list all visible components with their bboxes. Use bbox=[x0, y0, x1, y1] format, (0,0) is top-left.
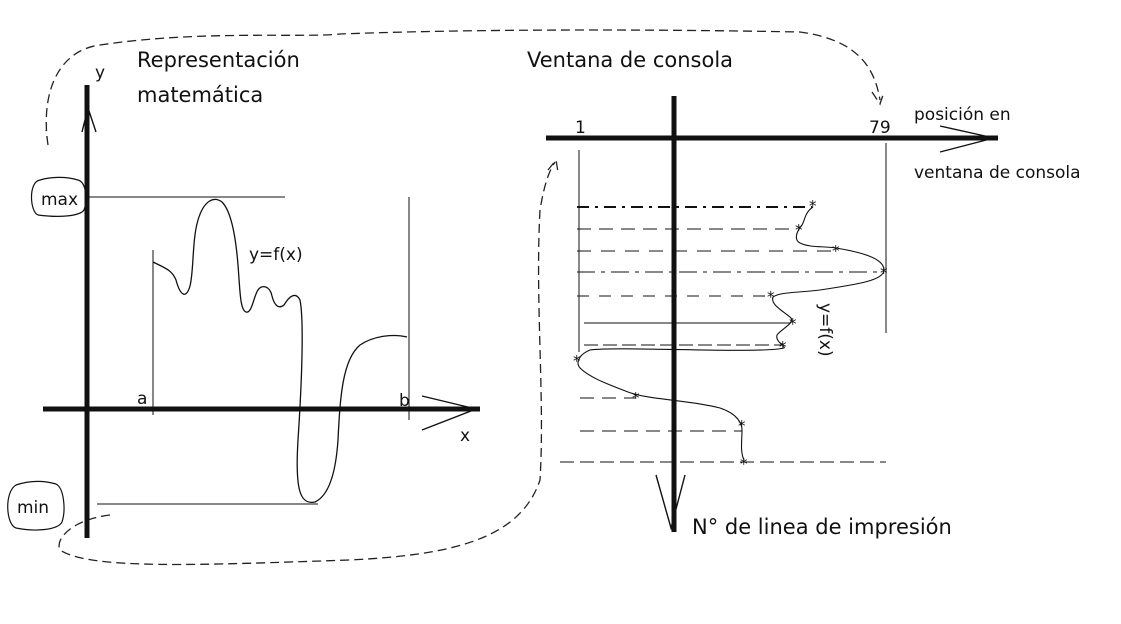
min-label: min bbox=[17, 498, 49, 518]
max-label: max bbox=[41, 190, 78, 210]
star-7: * bbox=[779, 338, 787, 356]
min-bubble bbox=[7, 480, 65, 531]
v-axis-label: N° de linea de impresión bbox=[692, 515, 952, 539]
print-rows bbox=[560, 206, 886, 463]
b-label: b bbox=[399, 391, 410, 411]
tick-start: 1 bbox=[575, 118, 586, 138]
star-6: * bbox=[789, 315, 797, 333]
star-8: * bbox=[573, 352, 581, 370]
star-10: * bbox=[738, 417, 746, 435]
right-h-arrow bbox=[939, 125, 995, 153]
star-4: * bbox=[880, 264, 888, 282]
star-2: * bbox=[795, 221, 803, 239]
connector-loop bbox=[45, 29, 885, 566]
star-9: * bbox=[632, 389, 640, 407]
h-axis-label-line1: posición en bbox=[914, 105, 1011, 125]
a-label: a bbox=[137, 389, 147, 409]
left-y-label: y bbox=[95, 63, 105, 83]
left-x-arrow bbox=[421, 395, 479, 431]
left-x-label: x bbox=[460, 426, 470, 446]
left-function-label: y=f(x) bbox=[249, 245, 303, 265]
left-y-arrow bbox=[81, 105, 97, 133]
tick-end: 79 bbox=[869, 118, 891, 138]
star-1: * bbox=[809, 197, 817, 215]
left-title-line2: matemática bbox=[137, 83, 263, 107]
star-11: * bbox=[740, 455, 748, 473]
left-function-curve bbox=[152, 198, 408, 503]
star-5: * bbox=[767, 288, 775, 306]
right-function-curve bbox=[577, 206, 885, 461]
star-3: * bbox=[832, 242, 840, 260]
h-axis-label-line2: ventana de consola bbox=[914, 163, 1081, 183]
right-title: Ventana de consola bbox=[527, 48, 733, 72]
left-title-line1: Representación bbox=[137, 48, 300, 72]
max-bubble bbox=[30, 176, 87, 217]
right-v-arrow bbox=[655, 474, 686, 531]
right-function-label: y=f(x) bbox=[815, 303, 835, 357]
print-stars: * * * * * * * * * * * bbox=[573, 197, 888, 473]
